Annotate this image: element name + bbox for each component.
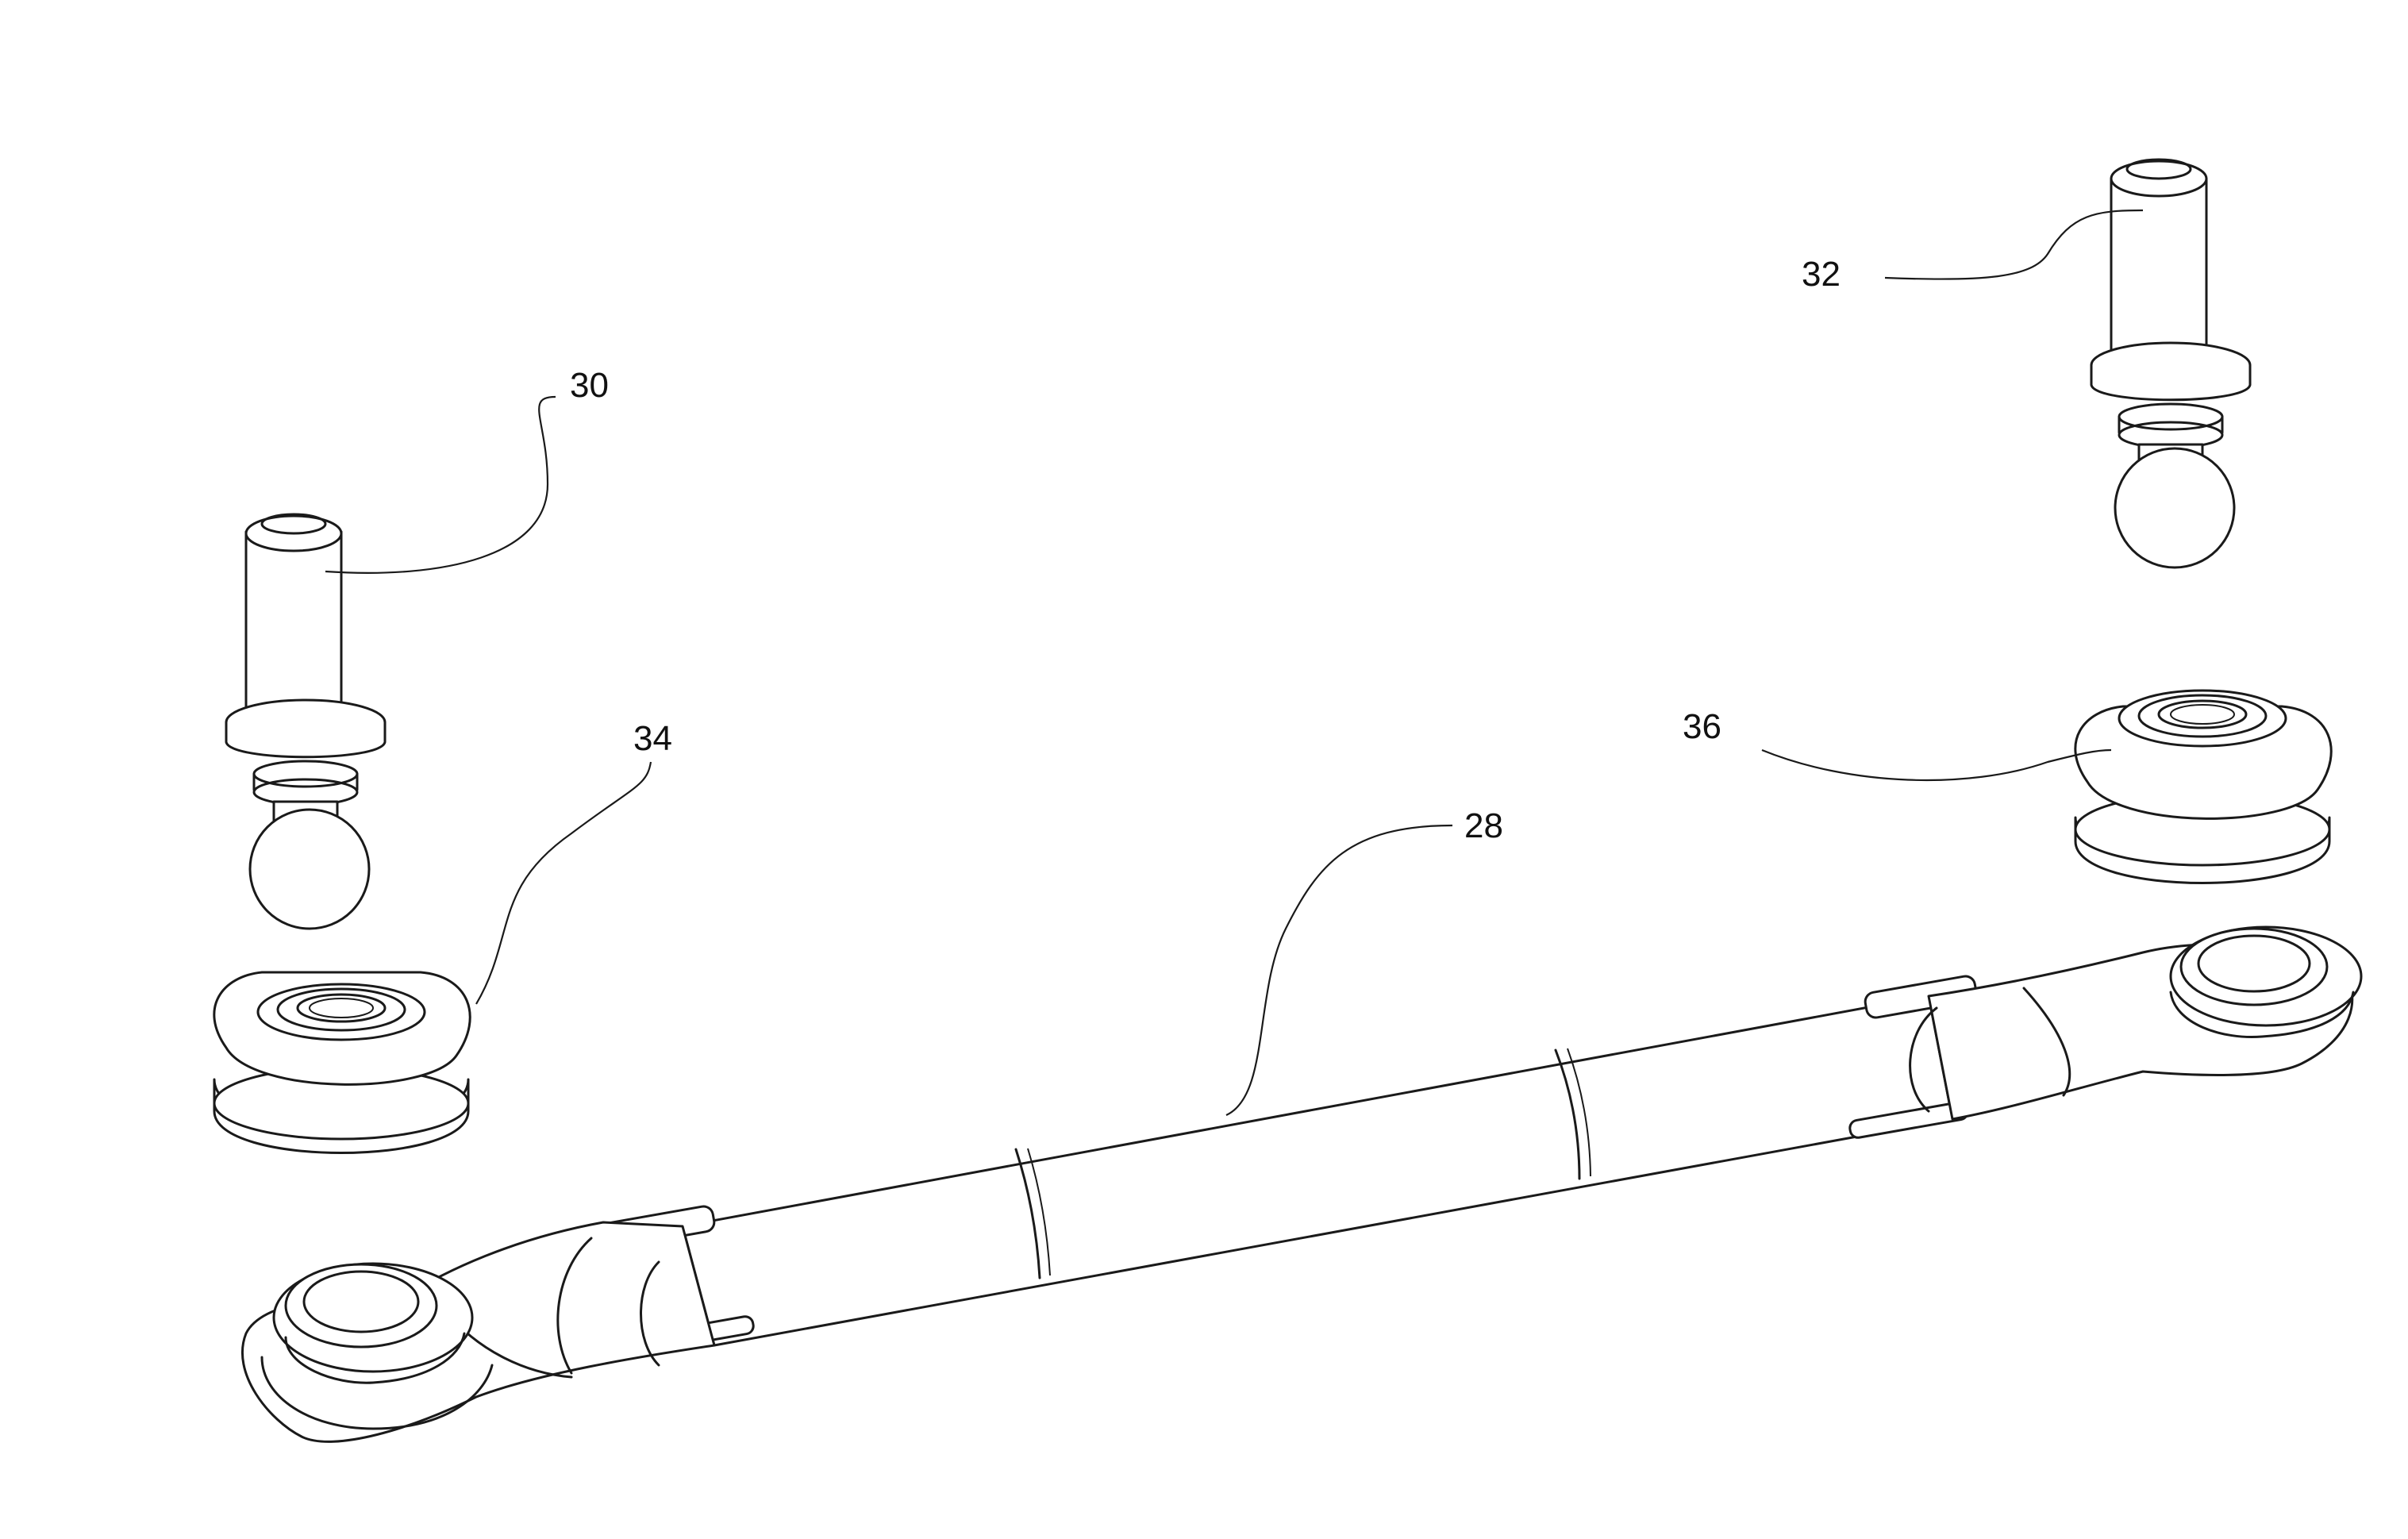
- label-30: 30: [570, 366, 609, 405]
- label-32: 32: [1802, 255, 1841, 294]
- leader-34: [476, 762, 651, 1004]
- label-28: 28: [1464, 806, 1503, 845]
- tie-rod: [242, 927, 2361, 1441]
- bearing-right: [2075, 691, 2331, 883]
- label-36: 36: [1683, 707, 1721, 746]
- leader-28: [1226, 825, 1452, 1115]
- ball-stud-left: [226, 514, 385, 929]
- leader-32: [1885, 210, 2143, 279]
- ball-stud-right: [2091, 160, 2250, 568]
- leader-36: [1762, 750, 2111, 780]
- label-34: 34: [633, 719, 672, 758]
- leader-30: [325, 397, 556, 573]
- bearing-left: [214, 972, 470, 1153]
